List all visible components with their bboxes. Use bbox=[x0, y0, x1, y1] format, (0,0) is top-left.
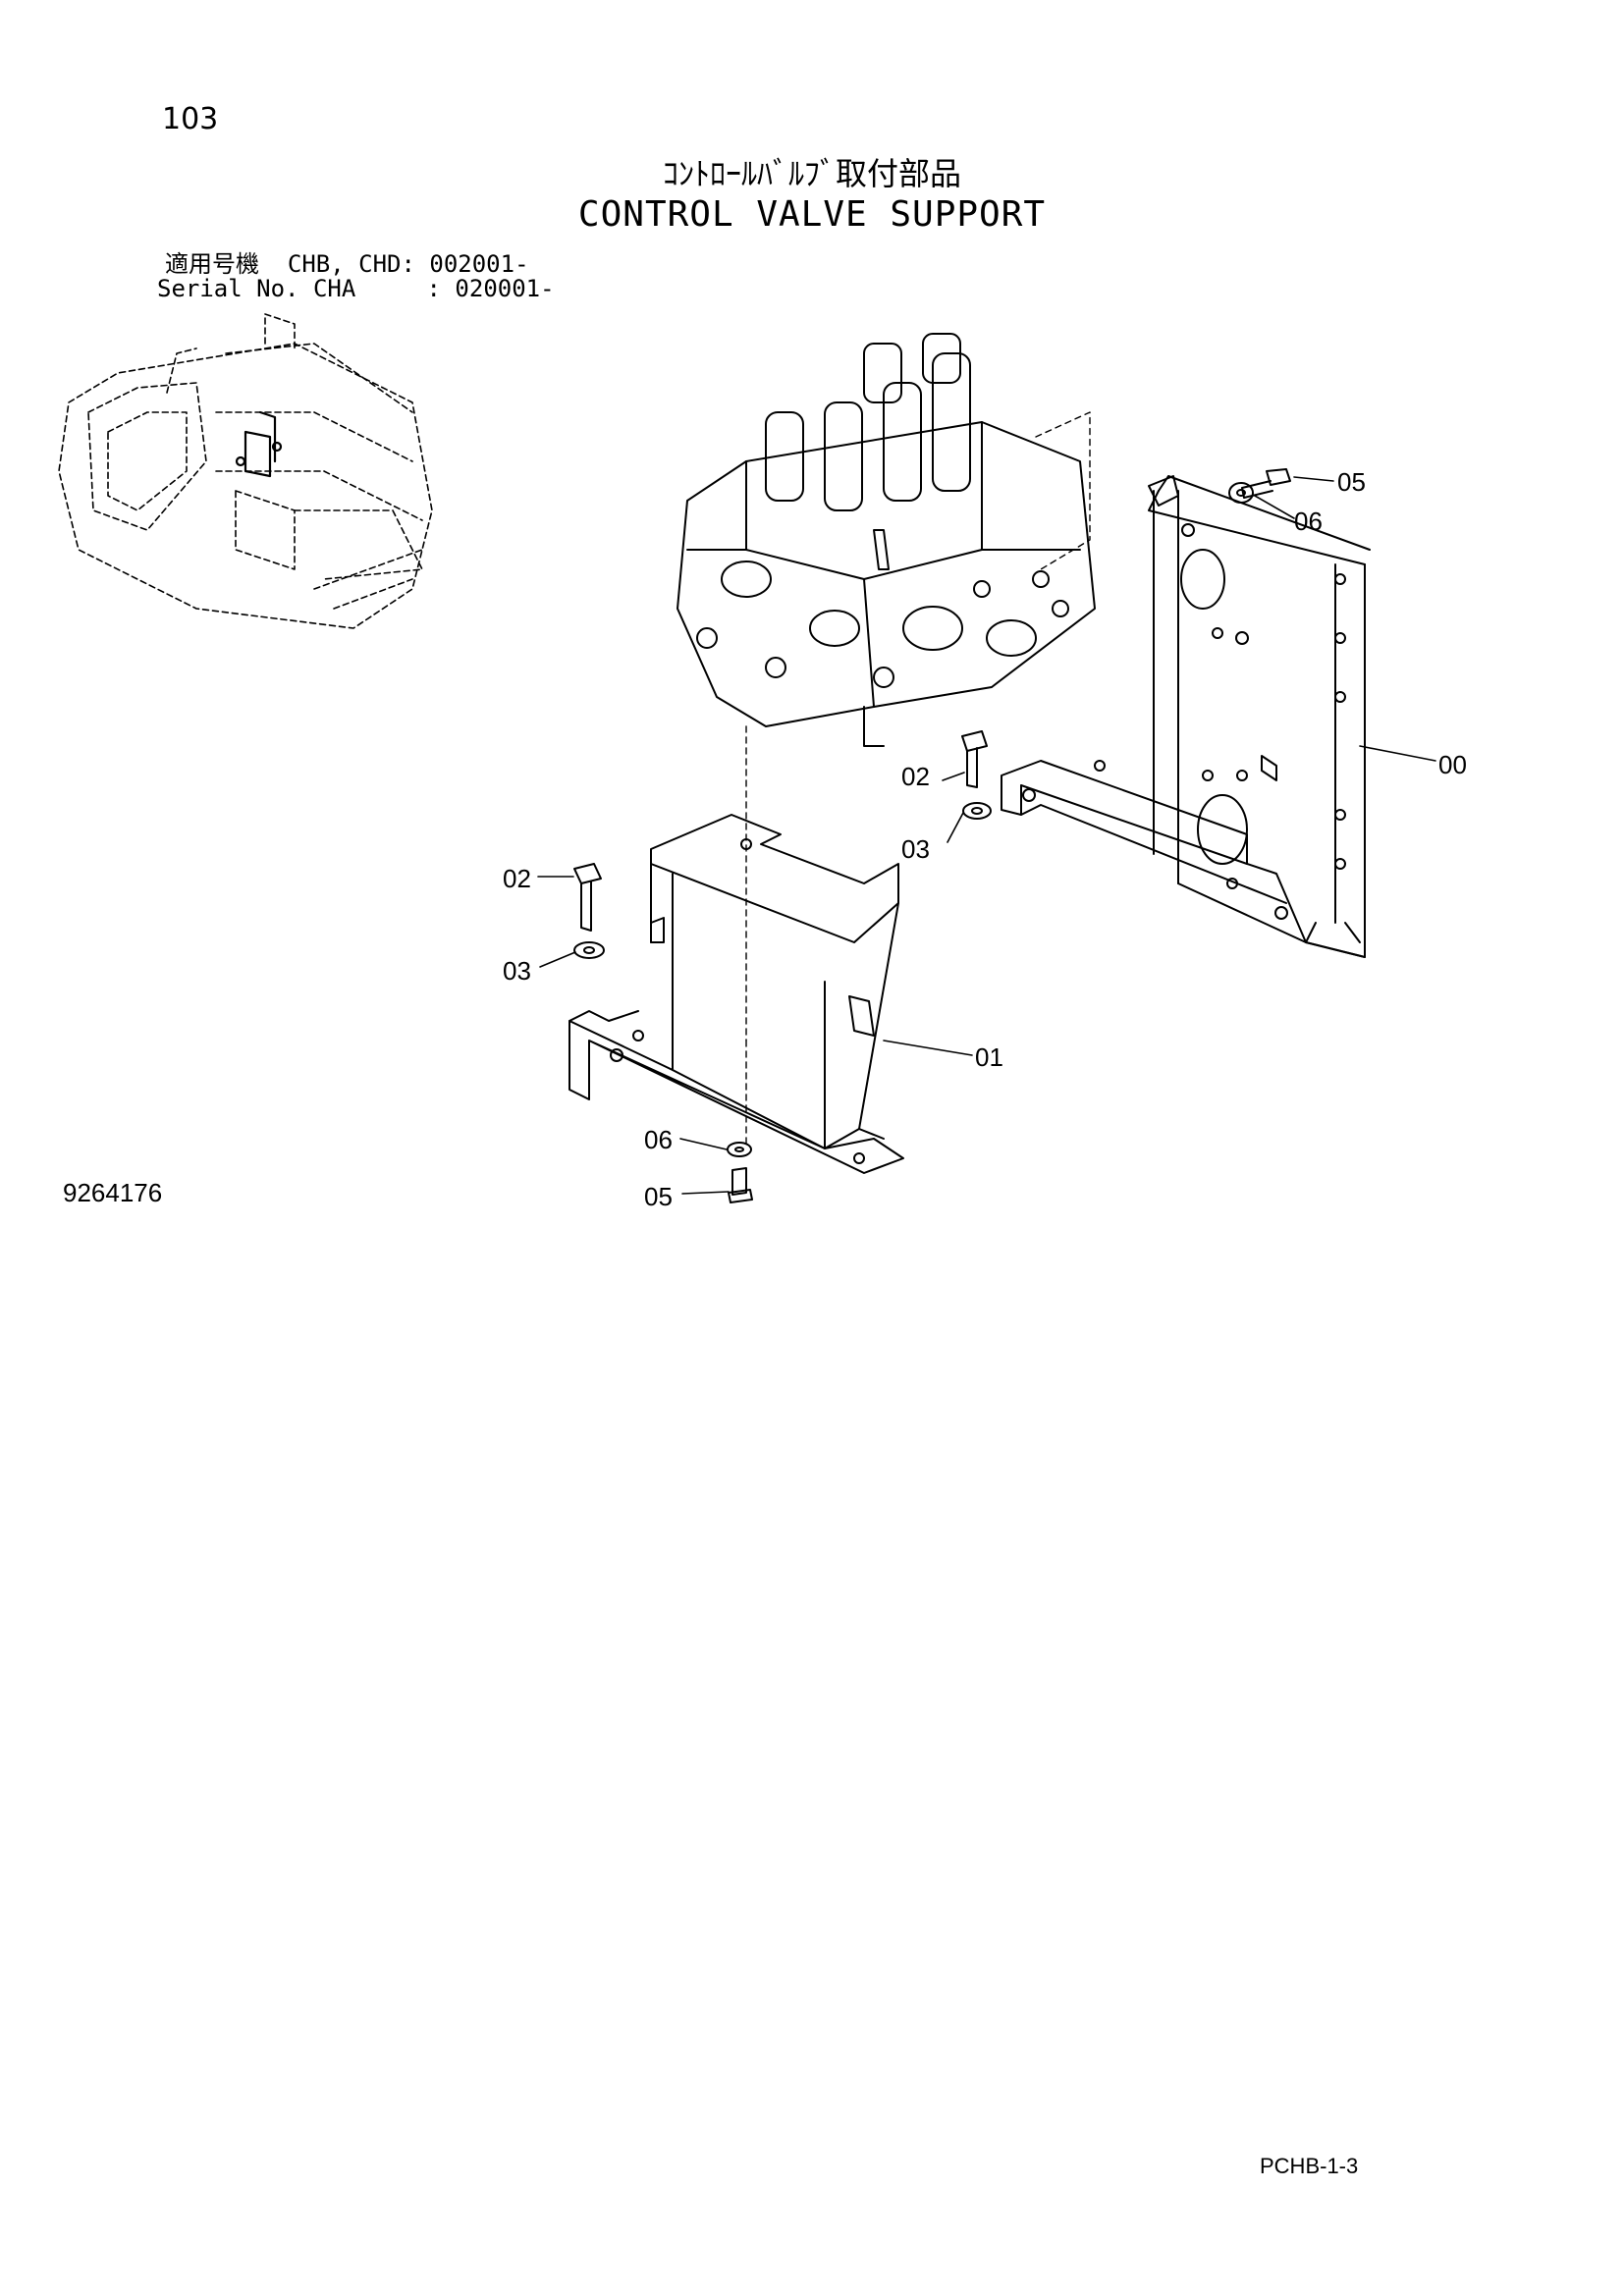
locator-highlight-bracket bbox=[235, 410, 283, 478]
control-valve-assembly bbox=[677, 333, 1096, 747]
callout-02-right: 02 bbox=[901, 762, 930, 791]
drawing-number: 9264176 bbox=[63, 1178, 163, 1207]
bolt-part-05-bottom bbox=[728, 1167, 753, 1203]
callout-06-bottom: 06 bbox=[644, 1125, 673, 1154]
main-bracket-part-00 bbox=[1001, 475, 1371, 958]
washer-part-03-right bbox=[962, 802, 992, 820]
bolt-part-02-right bbox=[961, 730, 988, 788]
callout-05-bottom: 05 bbox=[644, 1182, 673, 1211]
page-title-japanese: ｺﾝﾄﾛｰﾙﾊﾞﾙﾌﾞ取付部品 bbox=[662, 155, 961, 192]
bolt-part-02-left bbox=[573, 863, 602, 932]
callout-02-left: 02 bbox=[503, 864, 531, 893]
callout-01: 01 bbox=[975, 1042, 1003, 1072]
callout-00: 00 bbox=[1438, 750, 1467, 779]
callout-06-top: 06 bbox=[1294, 507, 1323, 536]
bolt-part-05-top bbox=[1241, 468, 1291, 499]
callout-05-top: 05 bbox=[1337, 467, 1366, 497]
callout-03-left: 03 bbox=[503, 956, 531, 986]
front-bracket-part-01 bbox=[568, 814, 904, 1174]
washer-part-03-left bbox=[573, 941, 605, 959]
washer-part-06-bottom bbox=[727, 1142, 752, 1157]
excavator-locator-thumbnail bbox=[58, 313, 433, 629]
page-title-english: CONTROL VALVE SUPPORT bbox=[577, 194, 1047, 235]
serial-number-line: Serial No. CHA : 020001- bbox=[157, 275, 555, 302]
serial-applicability-line: 適用号機 CHB, CHD: 002001- bbox=[165, 250, 529, 278]
leader-lines bbox=[537, 476, 1436, 1195]
assembly-guide-lines bbox=[745, 411, 1091, 1149]
page-number: 103 bbox=[162, 102, 219, 136]
callout-03-right: 03 bbox=[901, 834, 930, 864]
washer-part-06-top bbox=[1228, 482, 1254, 504]
page-code: PCHB-1-3 bbox=[1260, 2154, 1359, 2178]
